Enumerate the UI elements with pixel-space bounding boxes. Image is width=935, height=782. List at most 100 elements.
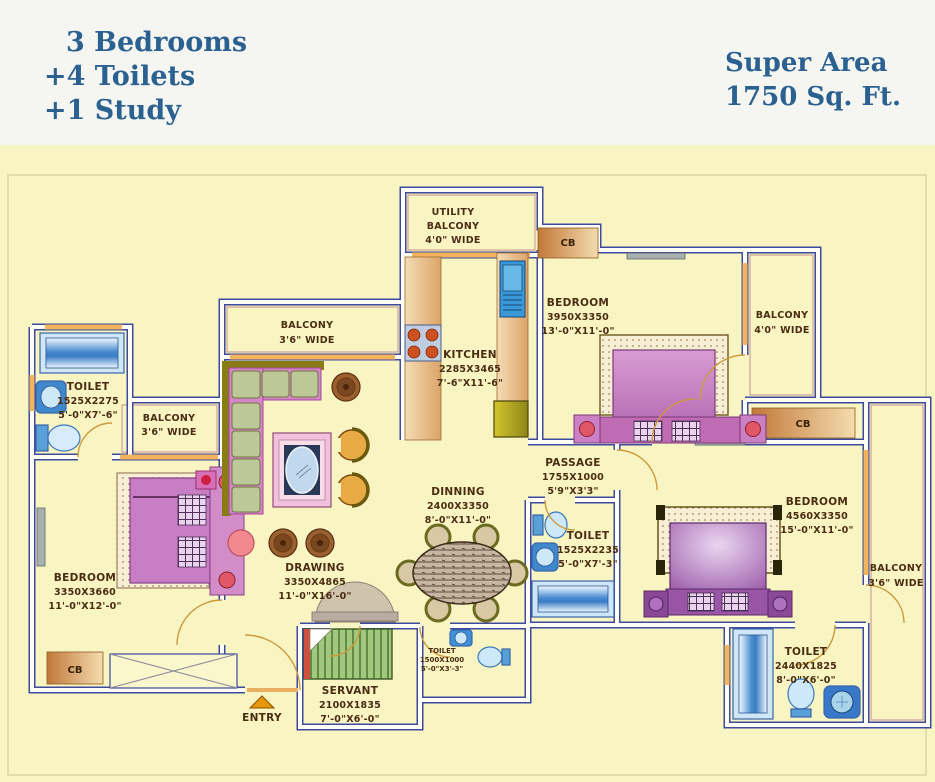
balcony-left-label: BALCONY: [143, 413, 196, 424]
toilet-small-dim-ft: 5'-0"X3'-3": [421, 665, 463, 673]
balcony-tc-label: BALCONY: [281, 320, 334, 331]
pillow: [633, 420, 663, 442]
lamp: [218, 571, 236, 589]
drawing-room-furniture: [195, 361, 370, 558]
balcony-tr-label: BALCONY: [756, 310, 809, 321]
unit-summary: 3 Bedrooms +4 Toilets +1 Study: [44, 26, 247, 128]
cupboard-top: [537, 227, 599, 259]
window-bar: [36, 507, 46, 567]
shaft-box: [109, 653, 238, 689]
lamp: [648, 596, 664, 612]
cupboards: [46, 227, 856, 685]
utility-balcony-label1: UTILITY: [432, 207, 475, 218]
toilet-br-label: TOILET: [785, 646, 828, 658]
side-table: [767, 590, 793, 618]
bed: [669, 522, 767, 598]
super-area-value: 1750 Sq. Ft.: [725, 82, 901, 112]
bedroom-top-dim-mm: 3950X3350: [547, 312, 609, 323]
cupboard-top-label: CB: [561, 238, 576, 249]
sofa-cushion: [231, 370, 261, 399]
stool: [305, 528, 335, 558]
passage-dim-ft: 5'9"X3'3": [547, 486, 598, 497]
wc: [477, 646, 503, 668]
cupboard-left-label: CB: [68, 665, 83, 676]
servant-dim-ft: 7'-0"X6'-0": [320, 714, 380, 725]
pillow: [671, 420, 701, 442]
utility-balcony-width: 4'0" WIDE: [425, 235, 480, 246]
balcony-tc-width: 3'6" WIDE: [279, 335, 334, 346]
servant-room-furniture: [303, 581, 399, 680]
bedroom-left-dim-mm: 3350X3660: [54, 587, 116, 598]
entry-arrow-icon: [248, 695, 276, 709]
toilet-br-fixtures: [732, 628, 861, 720]
bed-foot: [587, 416, 741, 444]
servant-dim-mm: 2100X1835: [319, 700, 381, 711]
kitchen-dim-ft: 7'-6"X11'-6": [437, 378, 503, 389]
cupboard-right-label: CB: [796, 419, 811, 430]
kitchen-dim-mm: 2285X3465: [439, 364, 501, 375]
servant-label: SERVANT: [322, 685, 379, 697]
stool: [331, 372, 361, 402]
balcony-left-width: 3'6" WIDE: [141, 427, 196, 438]
summary-study: +1 Study: [44, 95, 181, 126]
planter: [195, 470, 217, 490]
refrigerator: [493, 400, 529, 438]
toilet-tl-label: TOILET: [67, 381, 110, 393]
bedroom-top-bed: [573, 334, 767, 444]
lamp: [745, 421, 761, 437]
dinning-dim-mm: 2400X3350: [427, 501, 489, 512]
bedroom-right-label: BEDROOM: [786, 496, 848, 508]
bedroom-right-dim-ft: 15'-0"X11'-0": [780, 525, 853, 536]
utility-balcony-label2: BALCONY: [427, 221, 480, 232]
super-area-title: Super Area: [725, 48, 888, 78]
lamp: [579, 421, 595, 437]
bedroom-top-label: BEDROOM: [547, 297, 609, 309]
summary-bedrooms: 3 Bedrooms: [66, 27, 248, 58]
pillow: [687, 592, 715, 612]
kitchen-fixtures: [404, 252, 529, 441]
pillow: [177, 536, 207, 568]
toilet-small-label: TOILET: [428, 647, 456, 655]
super-area: Super Area 1750 Sq. Ft.: [725, 46, 901, 114]
drawing-dim-mm: 3350X4865: [284, 577, 346, 588]
wc: [35, 424, 49, 452]
balcony-parapets: [121, 194, 924, 721]
bedroom-left-dim-ft: 11'-0"X12'-0": [48, 601, 121, 612]
balcony-tr-width: 4'0" WIDE: [754, 325, 809, 336]
kitchen-label: KITCHEN: [443, 349, 497, 361]
doors: [77, 354, 905, 691]
toilet-tl-dim-mm: 1525X2275: [57, 396, 119, 407]
bedroom-right-dim-mm: 4560X3350: [786, 511, 848, 522]
window-bar: [626, 252, 686, 260]
pouf: [227, 529, 255, 557]
entry-label: ENTRY: [242, 712, 282, 724]
windows: [29, 252, 869, 692]
stool: [268, 528, 298, 558]
summary-toilets: +4 Toilets: [44, 61, 196, 92]
toilet-br-dim-ft: 8'-0"X6'-0": [776, 675, 836, 686]
toilet-small-dim-mm: 1500X1000: [420, 656, 464, 664]
toilet-mid-dim-ft: 5'-0"X7'-3": [558, 559, 618, 570]
bedroom-right-bed: [643, 505, 793, 618]
bedroom-left-label: BEDROOM: [54, 572, 116, 584]
toilet-tl-dim-ft: 5'-0"X7'-6": [58, 410, 118, 421]
balcony-right-width: 3'6" WIDE: [868, 578, 923, 589]
toilet-mid-label: TOILET: [567, 530, 610, 542]
armchair: [333, 472, 370, 508]
cupboard-right: [751, 407, 856, 439]
toilet-top-left-fixtures: [35, 332, 125, 452]
dinning-dim-ft: 8'-0"X11'-0": [425, 515, 491, 526]
room-labels: TOILET 1525X2275 5'-0"X7'-6" BALCONY 3'6…: [48, 207, 923, 725]
pillow: [721, 592, 749, 612]
toilet-br-dim-mm: 2440X1825: [775, 661, 837, 672]
floorplan-svg: TOILET 1525X2275 5'-0"X7'-6" BALCONY 3'6…: [7, 174, 932, 776]
floorplan-canvas: TOILET 1525X2275 5'-0"X7'-6" BALCONY 3'6…: [0, 145, 935, 782]
lamp: [772, 596, 788, 612]
passage-dim-mm: 1755X1000: [542, 472, 604, 483]
drawing-dim-ft: 11'-0"X16'-0": [278, 591, 351, 602]
dinning-label: DINNING: [431, 486, 485, 498]
drawing-label: DRAWING: [285, 562, 344, 574]
balcony-right-label: BALCONY: [870, 563, 923, 574]
bed-foot: [665, 588, 771, 616]
